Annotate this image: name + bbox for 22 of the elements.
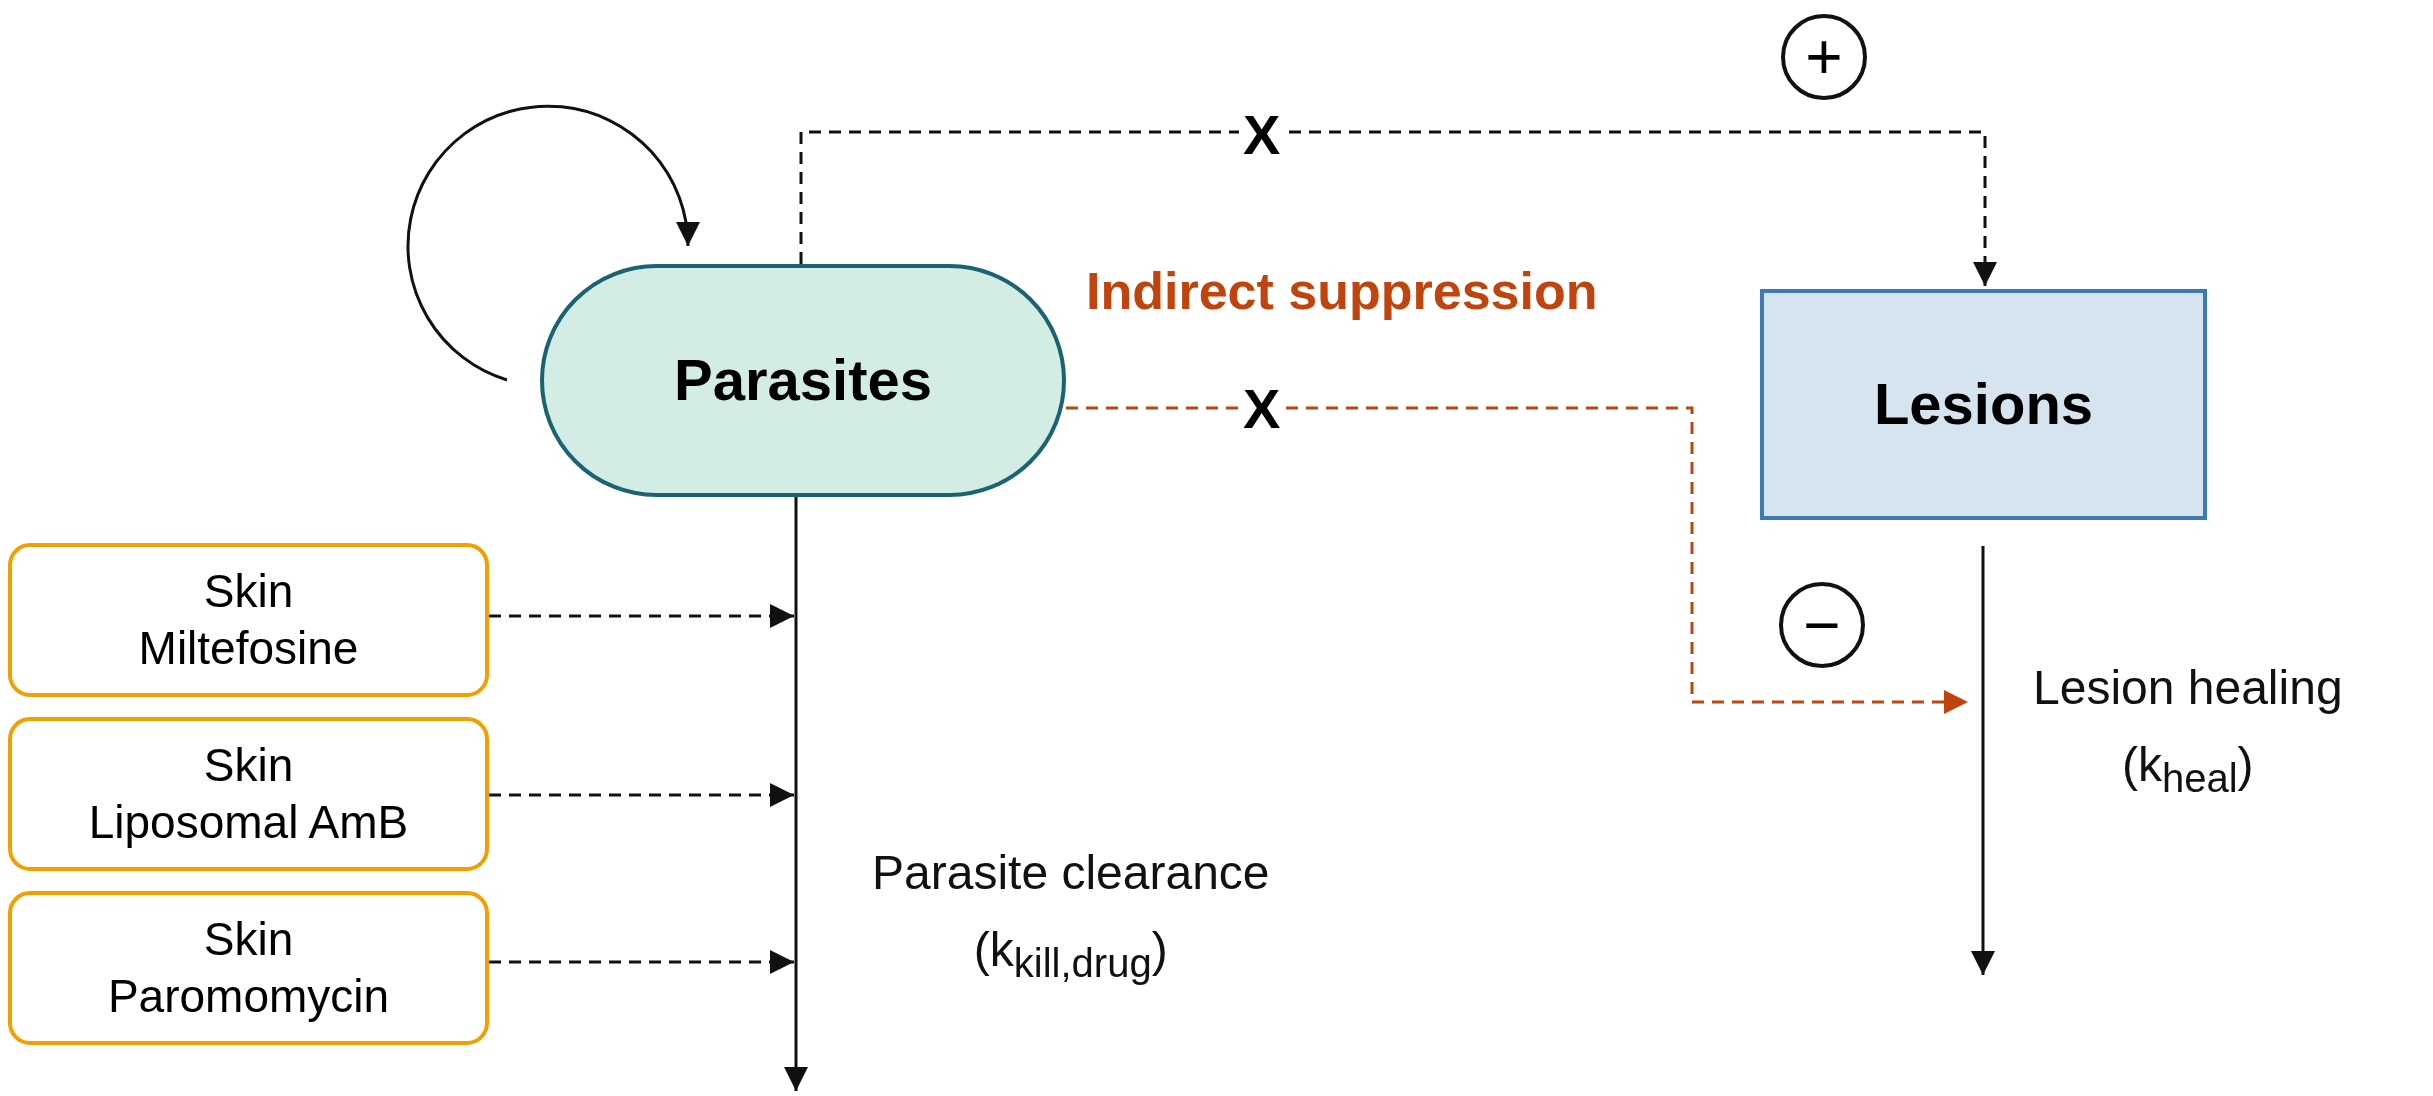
arrow	[1971, 546, 1995, 975]
drug-box	[8, 891, 489, 1045]
node-title: Parasites	[674, 346, 932, 415]
dashed-arrow	[489, 950, 794, 974]
arrow	[784, 497, 808, 1091]
dashed-arrow	[799, 130, 1997, 286]
node-title: Lesions	[1873, 370, 2094, 439]
self-loop-arrow	[406, 104, 699, 382]
drug-box	[8, 543, 489, 697]
node-text: Skin	[203, 737, 294, 793]
node-text: Liposomal AmB	[88, 795, 409, 850]
circled-plus-sign: +	[1781, 14, 1867, 100]
drug-box	[8, 717, 489, 871]
node-text: Skin	[203, 563, 294, 619]
dashed-arrow	[1066, 406, 1968, 714]
circled-minus-sign: −	[1779, 582, 1865, 668]
lesions-box	[1760, 289, 2207, 520]
node-text: Miltefosine	[138, 621, 359, 676]
node-text: Skin	[203, 911, 294, 967]
node-text: Paromomycin	[107, 969, 390, 1024]
dashed-arrow	[489, 783, 794, 807]
dashed-arrow	[489, 604, 794, 628]
